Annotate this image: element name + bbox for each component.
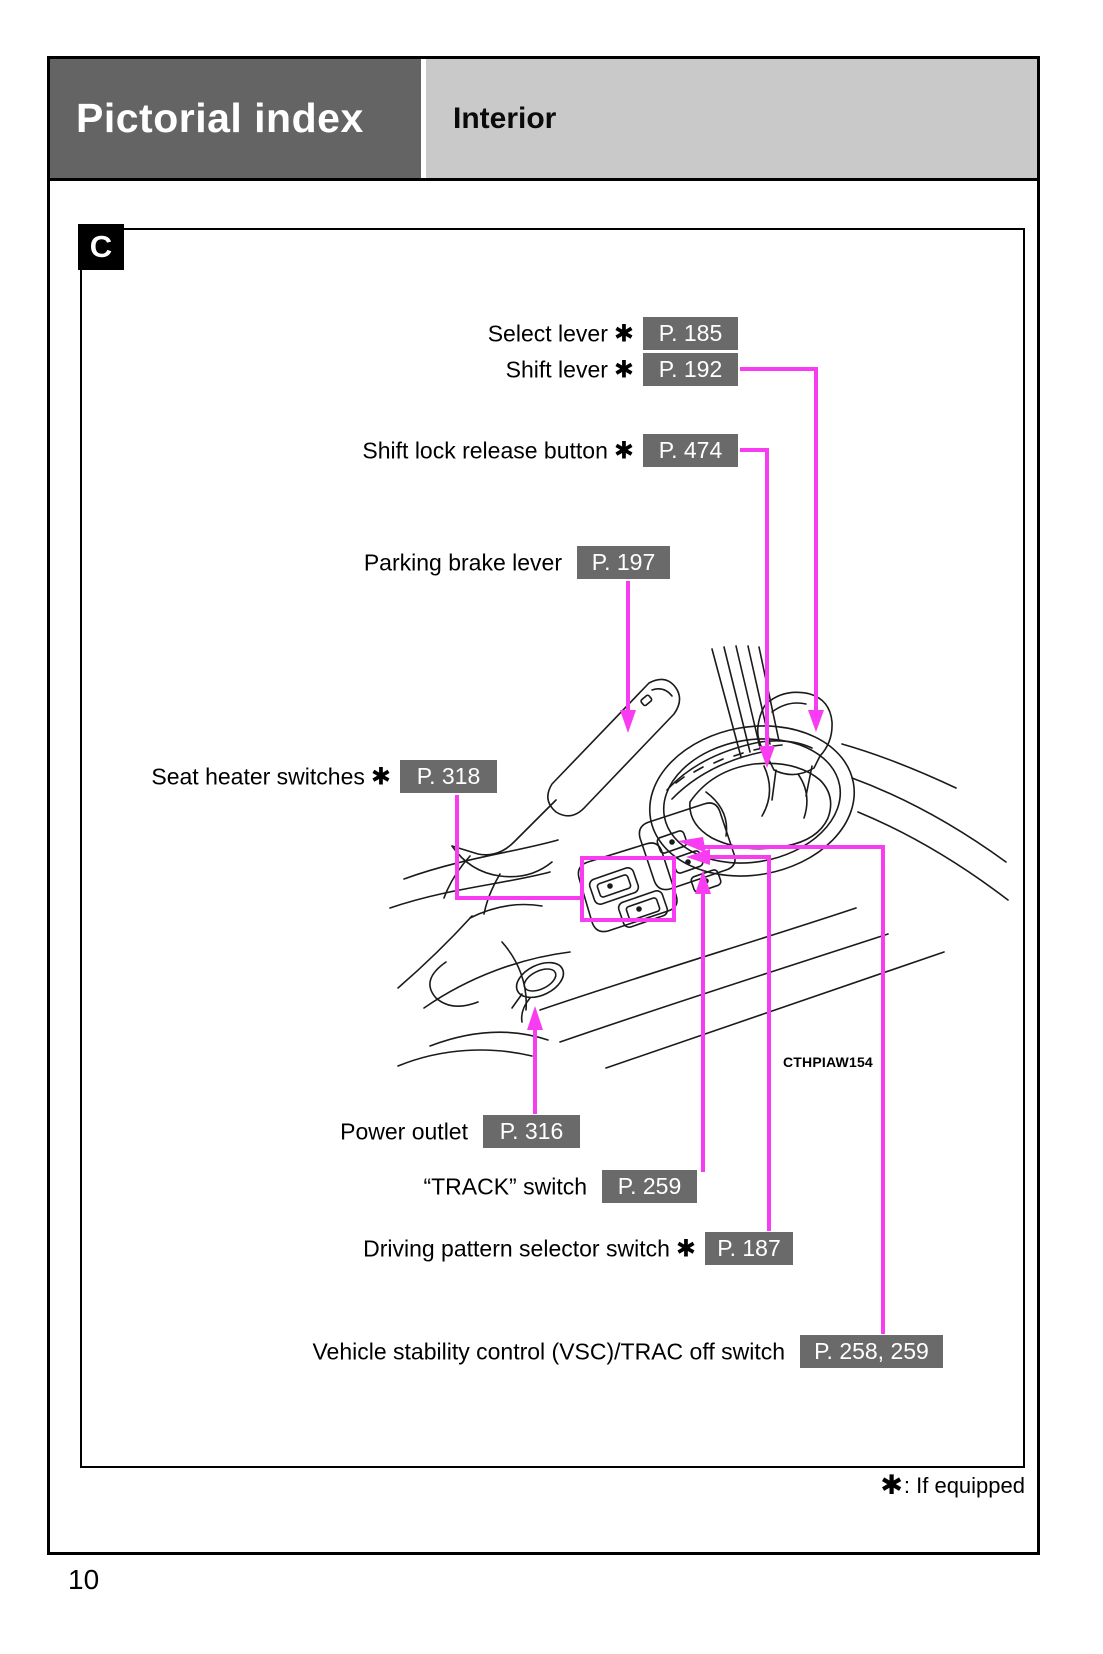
asterisk-icon: ✱ [613, 437, 634, 464]
callout-label: Power outlet [340, 1118, 468, 1144]
callout-seat-heater: Seat heater switches✱ P. 318 [151, 760, 497, 793]
figure-frame [80, 228, 1025, 1468]
callout-power-outlet: Power outlet P. 316 [340, 1115, 580, 1148]
page-ref-box: P. 185 [643, 317, 738, 350]
asterisk-icon: ✱ [370, 763, 391, 790]
section-title: Pictorial index [76, 95, 364, 141]
subtitle-cell: Interior [426, 59, 1037, 178]
callout-label: Vehicle stability control (VSC)/TRAC off… [312, 1338, 785, 1364]
callout-vsc-trac-off: Vehicle stability control (VSC)/TRAC off… [312, 1335, 943, 1368]
section-title-cell: Pictorial index [50, 59, 421, 178]
page-ref-box: P. 474 [643, 434, 738, 467]
page-header: Pictorial index Interior [50, 59, 1037, 181]
callout-select-lever: Select lever✱ P. 185 [488, 317, 738, 350]
page-ref-box: P. 197 [577, 546, 670, 579]
page-subtitle: Interior [453, 101, 557, 135]
callout-label: “TRACK” switch [423, 1173, 587, 1199]
page-ref-box: P. 259 [602, 1170, 697, 1203]
asterisk-icon: ✱ [675, 1235, 696, 1262]
page-ref-box: P. 316 [483, 1115, 580, 1148]
callout-label: Shift lock release button [362, 437, 608, 463]
figure-code: CTHPIAW154 [783, 1054, 873, 1070]
callout-driving-pattern: Driving pattern selector switch✱ P. 187 [363, 1232, 793, 1265]
asterisk-icon: ✱ [613, 320, 634, 347]
callout-label: Seat heater switches [151, 763, 365, 789]
asterisk-icon: ✱ [880, 1470, 903, 1500]
if-equipped-footnote: ✱: If equipped [880, 1470, 1025, 1501]
callout-label: Driving pattern selector switch [363, 1235, 670, 1261]
page-ref-box: P. 192 [643, 353, 738, 386]
panel-letter-badge: C [78, 224, 124, 270]
callout-shift-lever: Shift lever✱ P. 192 [506, 353, 738, 386]
page-ref-box: P. 187 [705, 1232, 793, 1265]
page-number: 10 [68, 1564, 100, 1595]
footnote-text: : If equipped [903, 1473, 1025, 1498]
callout-parking-brake: Parking brake lever P. 197 [364, 546, 670, 579]
callout-label: Select lever [487, 320, 608, 346]
asterisk-icon: ✱ [613, 356, 634, 383]
callout-shift-lock-release: Shift lock release button✱ P. 474 [362, 434, 738, 467]
callout-label: Shift lever [505, 356, 608, 382]
page-ref-box: P. 258, 259 [800, 1335, 943, 1368]
callout-label: Parking brake lever [363, 549, 562, 575]
page-ref-box: P. 318 [400, 760, 497, 793]
callout-track-switch: “TRACK” switch P. 259 [423, 1170, 697, 1203]
